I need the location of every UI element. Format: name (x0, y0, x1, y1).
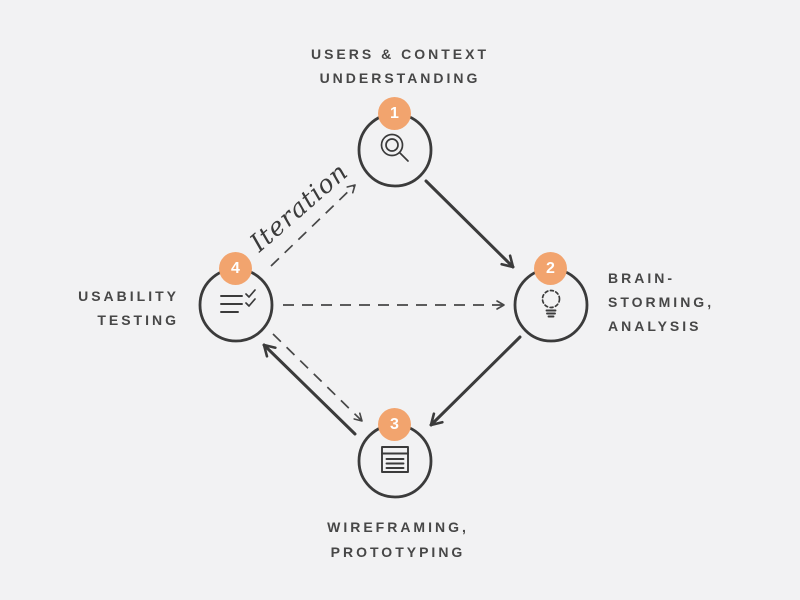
node-4-label-line-2: TESTING (97, 312, 179, 328)
arrow-1-to-2 (424, 179, 515, 269)
node-1-label-line-2: UNDERSTANDING (319, 70, 481, 86)
node-3-label-line-2: PROTOTYPING (330, 544, 466, 560)
arrow-4-to-1-dashed (270, 184, 356, 267)
node-3-label: WIREFRAMING, PROTOTYPING (0, 515, 796, 565)
lightbulb-icon (541, 289, 561, 318)
node-2-label-line-1: BRAIN- (608, 270, 675, 286)
node-4-badge: 4 (219, 252, 252, 285)
node-4-label: USABILITY TESTING (78, 284, 179, 332)
node-1-badge: 1 (378, 97, 411, 130)
node-1-label-line-1: USERS & CONTEXT (310, 46, 489, 62)
checklist-icon (220, 289, 256, 313)
node-3-number: 3 (390, 415, 399, 433)
arrow-4-to-3-dashed (272, 333, 363, 422)
node-3-label-line-1: WIREFRAMING, (327, 519, 469, 535)
node-4-number: 4 (231, 259, 240, 277)
document-icon (381, 446, 409, 473)
node-1-number: 1 (390, 104, 399, 122)
arrow-2-to-3 (429, 335, 522, 427)
magnifier-icon (380, 133, 409, 162)
node-2-number: 2 (546, 259, 555, 277)
node-3-badge: 3 (378, 408, 411, 441)
node-2-label-line-3: ANALYSIS (608, 318, 702, 334)
node-4-label-line-1: USABILITY (78, 288, 179, 304)
node-2-badge: 2 (534, 252, 567, 285)
node-2-label: BRAIN- STORMING, ANALYSIS (608, 266, 714, 338)
node-2-label-line-2: STORMING, (608, 294, 715, 310)
arrow-3-to-4 (262, 343, 357, 436)
node-1-label: USERS & CONTEXT UNDERSTANDING (0, 42, 800, 90)
